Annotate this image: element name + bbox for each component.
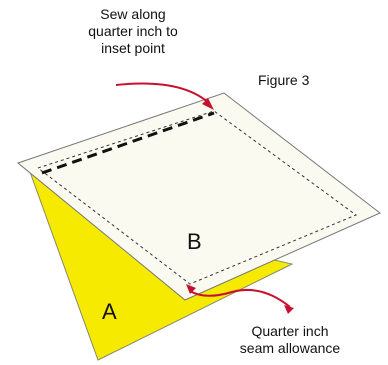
piece-b-label: B [187, 229, 202, 254]
seam-arrow [189, 288, 291, 308]
seam-arrow-head-right [284, 305, 294, 314]
piece-a-label: A [102, 299, 117, 324]
sew-arrow [115, 82, 211, 105]
figure-title: Figure 3 [258, 72, 310, 88]
seam-allowance-label: Quarter inch seam allowance [239, 323, 341, 356]
sew-instruction-label: Sew along quarter inch to inset point [88, 6, 178, 56]
seam-allowance-line [36, 110, 358, 285]
sew-arrow-head [202, 98, 214, 110]
seam-arrow-head-left [186, 284, 196, 294]
sewing-line [41, 111, 215, 175]
